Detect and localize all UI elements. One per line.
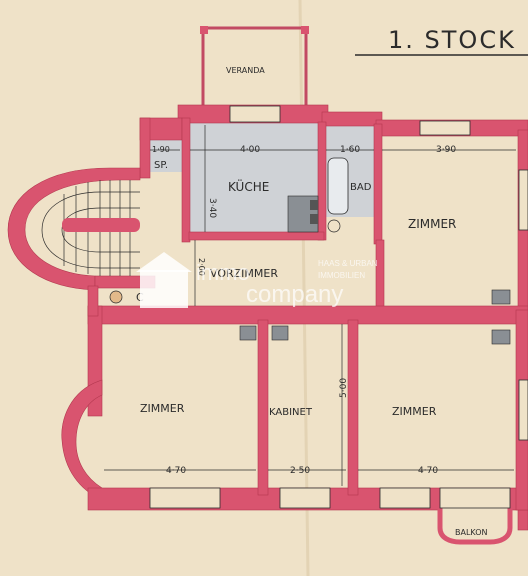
dim-kueche-depth: 3·40 bbox=[207, 198, 217, 218]
washbasin-icon bbox=[327, 219, 341, 233]
dim-bad-width: 1·60 bbox=[340, 145, 360, 155]
kabinet-label: KABINET bbox=[269, 407, 313, 418]
paper-fold bbox=[298, 0, 310, 576]
zimmer-s-label: ZIMMER bbox=[392, 405, 437, 418]
balkon-label: BALKON bbox=[455, 528, 488, 537]
stoves bbox=[239, 289, 511, 345]
house-logo-icon bbox=[140, 270, 188, 308]
dim-kueche-width: 4·00 bbox=[240, 145, 260, 155]
dim-kabinet-depth: 5·00 bbox=[339, 378, 349, 398]
veranda-label: VERANDA bbox=[226, 66, 265, 75]
sp-label: SP. bbox=[154, 160, 168, 171]
dim-zimmer-sw-width: 4·70 bbox=[166, 466, 186, 476]
watermark-logo: HAAS & URBAN IMMOBILIEN immo company bbox=[136, 252, 378, 308]
vorzimmer-label: VORZIMMER bbox=[210, 267, 278, 280]
dim-zimmer-ne-width: 3·90 bbox=[436, 145, 456, 155]
watermark-company: company bbox=[246, 281, 343, 308]
zimmer-ne-label: ZIMMER bbox=[408, 217, 456, 231]
dim-zimmer-s-width: 4·70 bbox=[418, 466, 438, 476]
dim-sp-width: 1·90 bbox=[152, 145, 170, 154]
stair-well bbox=[62, 218, 140, 232]
dim-kabinet-width: 2·50 bbox=[290, 466, 310, 476]
watermark-line2: IMMOBILIEN bbox=[318, 271, 365, 280]
plan-title: 1. STOCK bbox=[388, 26, 516, 54]
house-roof-icon bbox=[136, 252, 192, 272]
veranda-posts bbox=[200, 26, 208, 34]
zimmer-sw-label: ZIMMER bbox=[140, 402, 185, 415]
windows bbox=[149, 105, 528, 509]
bathtub-icon bbox=[327, 157, 349, 215]
watermark-line1: HAAS & URBAN bbox=[318, 259, 378, 268]
bad-label: BAD bbox=[350, 182, 372, 193]
veranda-posts-2 bbox=[301, 26, 309, 34]
dim-vorzimmer-depth: 2·00 bbox=[197, 258, 206, 276]
kitchen-fixtures bbox=[287, 195, 319, 233]
kueche-label: KÜCHE bbox=[228, 178, 269, 194]
wc-icon bbox=[109, 290, 123, 304]
balkon bbox=[437, 495, 513, 545]
dimension-lines bbox=[104, 125, 516, 486]
watermark-immo: immo bbox=[196, 260, 250, 285]
